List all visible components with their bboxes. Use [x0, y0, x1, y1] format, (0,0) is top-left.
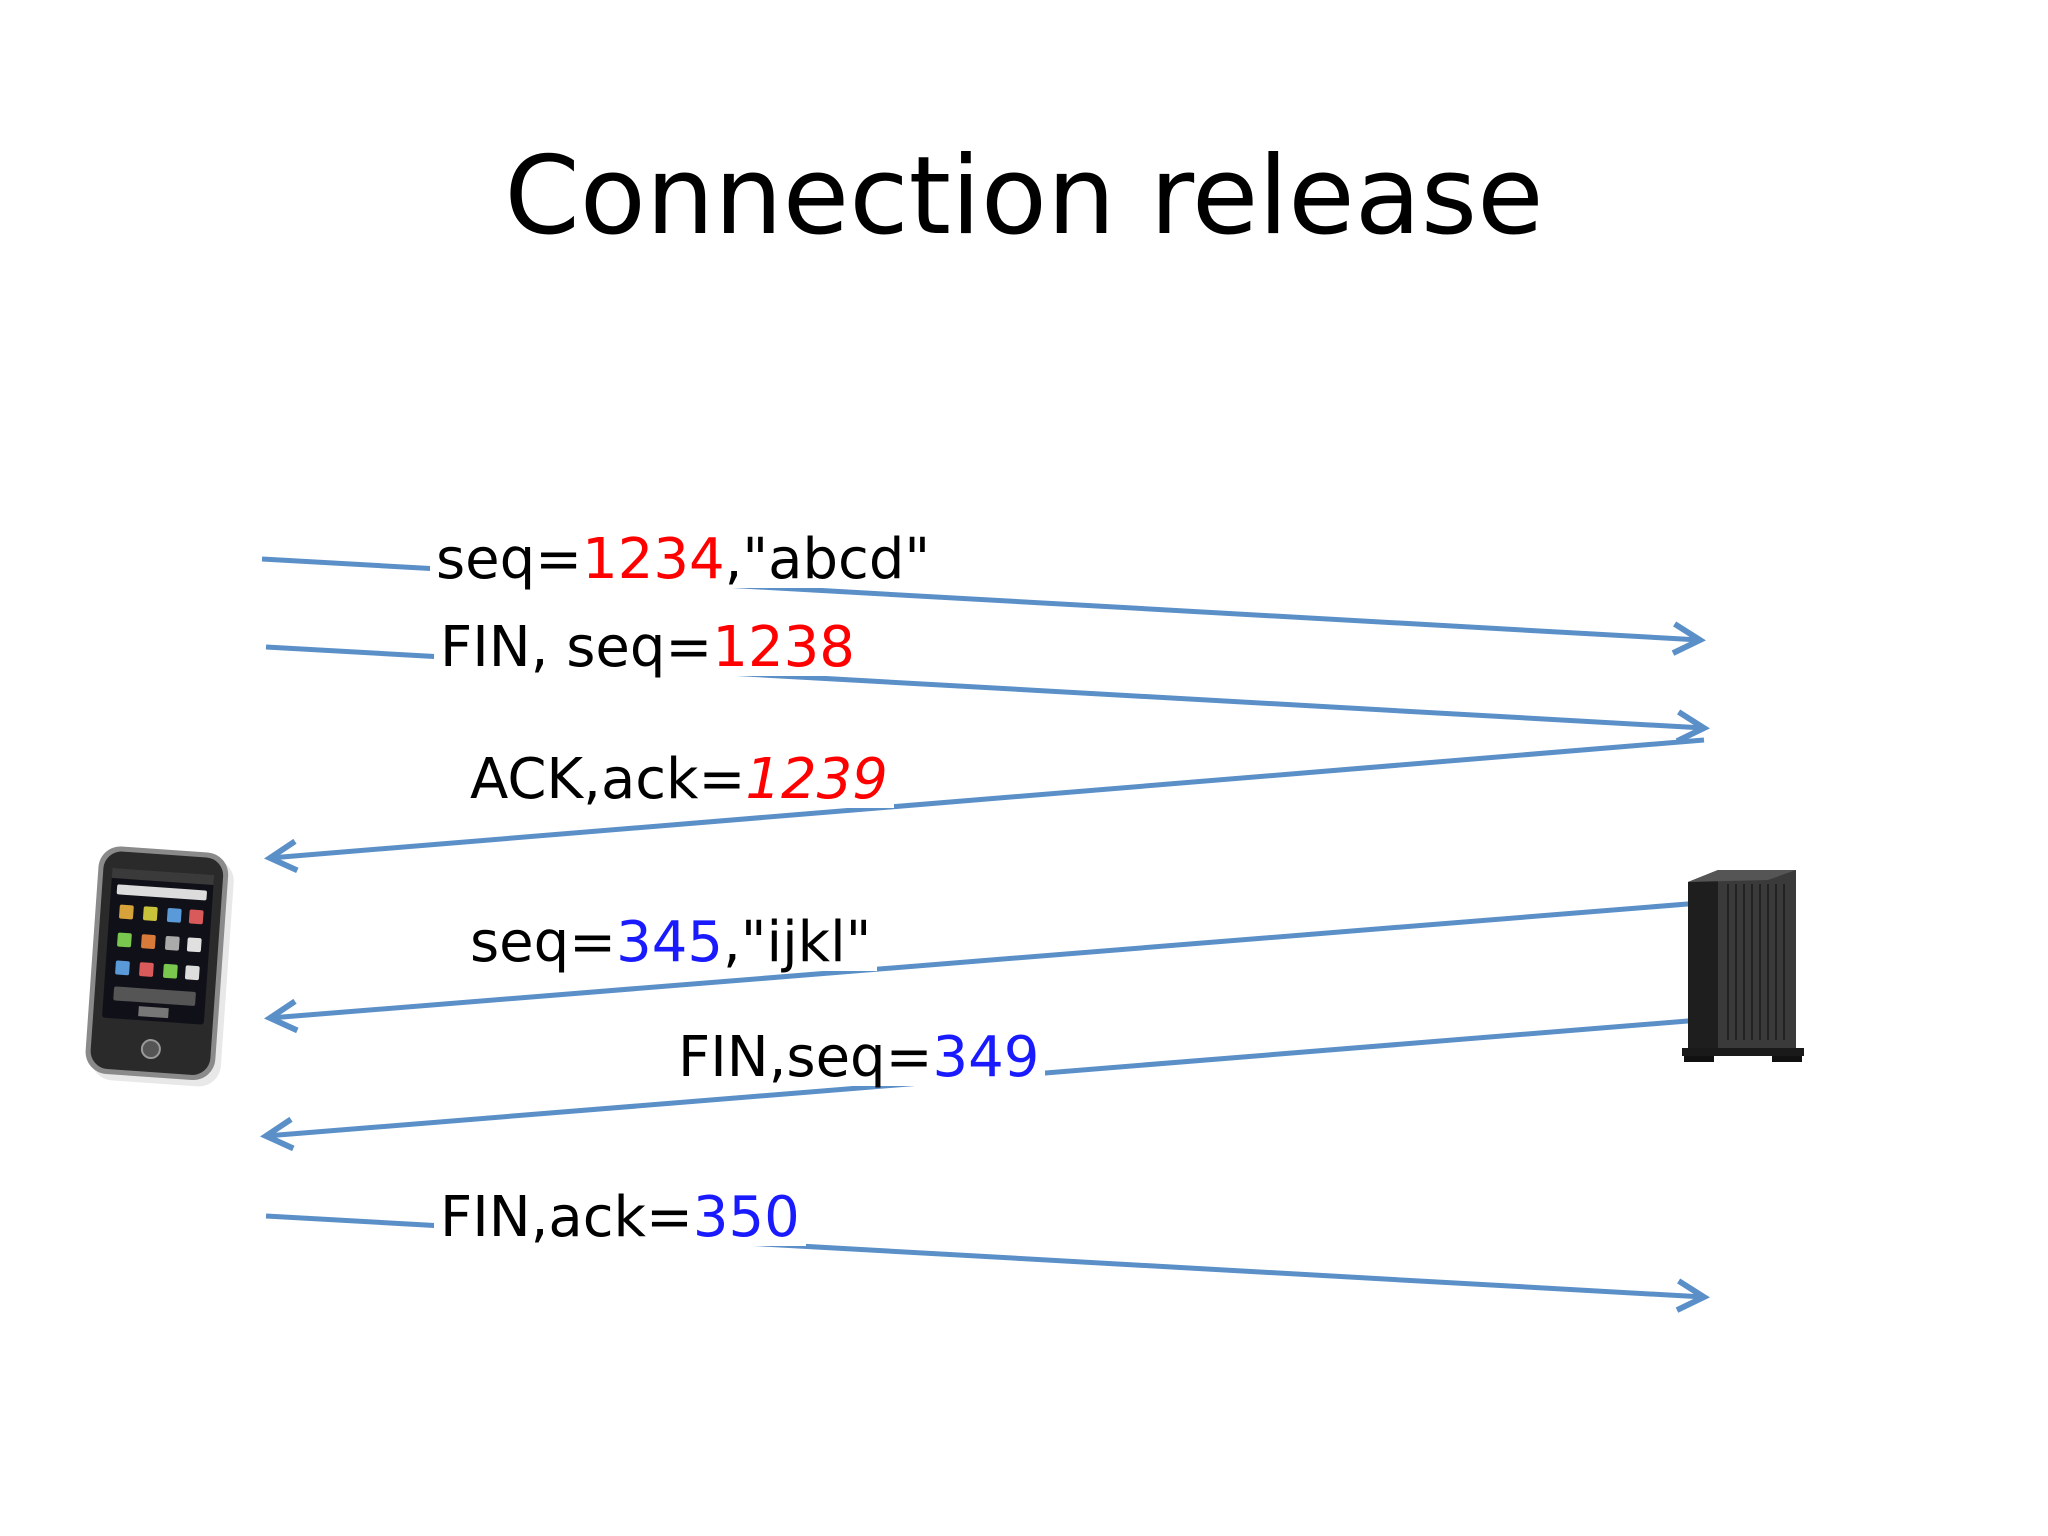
arrow-msg-3	[270, 737, 1705, 858]
message-label: FIN,seq=349	[672, 1030, 1046, 1086]
smartphone-icon	[85, 846, 234, 1087]
message-label: seq=345,"ijkl"	[464, 915, 878, 971]
message-label: FIN,ack=350	[434, 1190, 806, 1246]
slide-title: Connection release	[504, 134, 1544, 259]
tower-server-icon	[1682, 870, 1804, 1062]
arrow-msg-4	[270, 900, 1701, 1018]
message-label: FIN, seq=1238	[434, 620, 861, 676]
message-label: ACK,ack=1239	[464, 752, 894, 808]
message-label: seq=1234,"abcd"	[430, 532, 937, 588]
